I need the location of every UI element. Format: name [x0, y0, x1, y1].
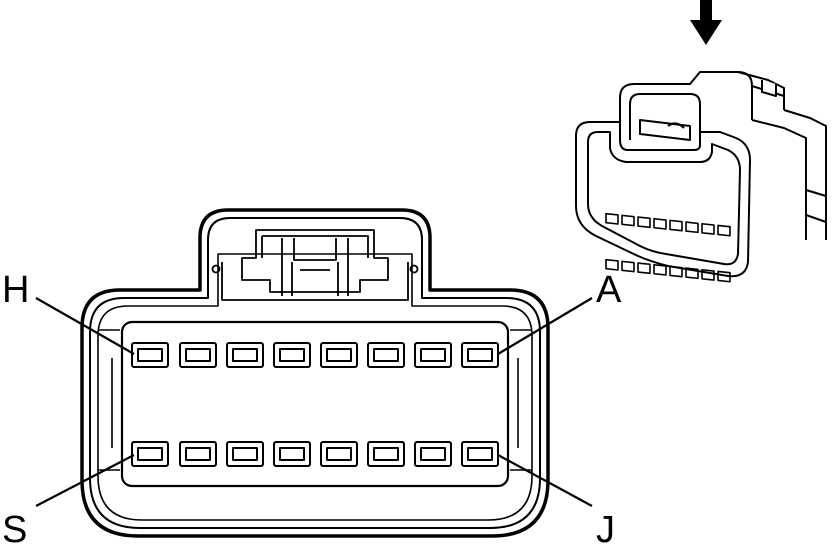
terminal-top-5 [320, 342, 358, 368]
terminal-bottom-5 [320, 441, 358, 467]
leader-line-h [35, 297, 135, 355]
pin-label-h: H [2, 269, 29, 311]
terminal-bottom-6 [367, 441, 405, 467]
connector-isometric-view [575, 71, 827, 283]
terminal-top-7 [414, 342, 452, 368]
terminal-bottom-4 [273, 441, 311, 467]
pin-label-j: J [596, 509, 615, 549]
terminal-top-2 [179, 342, 217, 368]
pin-label-a: A [596, 269, 622, 311]
leader-line-j [497, 454, 593, 507]
arrow-down-icon [690, 0, 722, 45]
leader-line-a [497, 297, 593, 355]
terminal-top-1 [131, 342, 169, 368]
terminal-bottom-2 [179, 441, 217, 467]
terminal-bottom-3 [226, 441, 264, 467]
terminal-bottom-7 [414, 441, 452, 467]
terminal-top-6 [367, 342, 405, 368]
terminal-top-8 [461, 342, 499, 368]
leader-line-s [35, 454, 135, 507]
pin-label-s: S [2, 509, 27, 549]
terminal-top-3 [226, 342, 264, 368]
terminal-top-4 [273, 342, 311, 368]
terminal-bottom-8 [461, 441, 499, 467]
terminal-bottom-1 [131, 441, 169, 467]
leader-lines [35, 297, 593, 507]
connector-face-view [80, 208, 550, 538]
